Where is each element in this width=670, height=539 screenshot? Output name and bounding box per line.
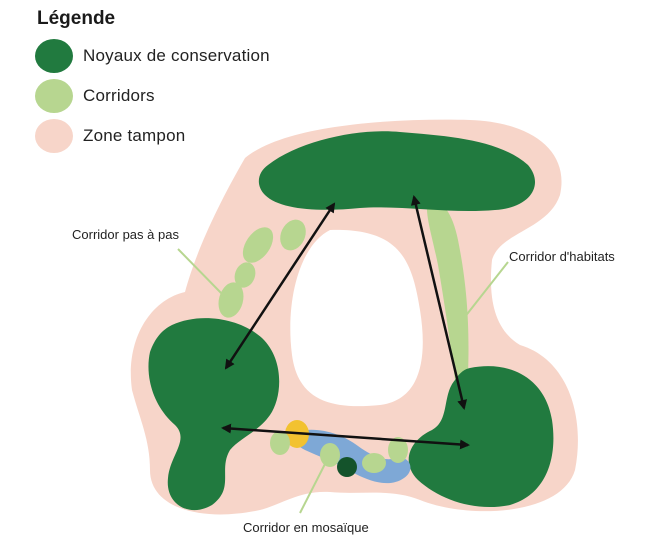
label-stepping-stone: Corridor pas à pas — [72, 227, 179, 242]
mosaic-dark-patch — [337, 457, 357, 477]
mosaic-green-patch-3 — [362, 453, 386, 473]
mosaic-green-patch-2 — [320, 443, 340, 467]
mosaic-green-patch-1 — [270, 431, 290, 455]
label-habitat-corridor: Corridor d'habitats — [509, 249, 615, 264]
label-mosaic-corridor: Corridor en mosaïque — [243, 520, 369, 535]
